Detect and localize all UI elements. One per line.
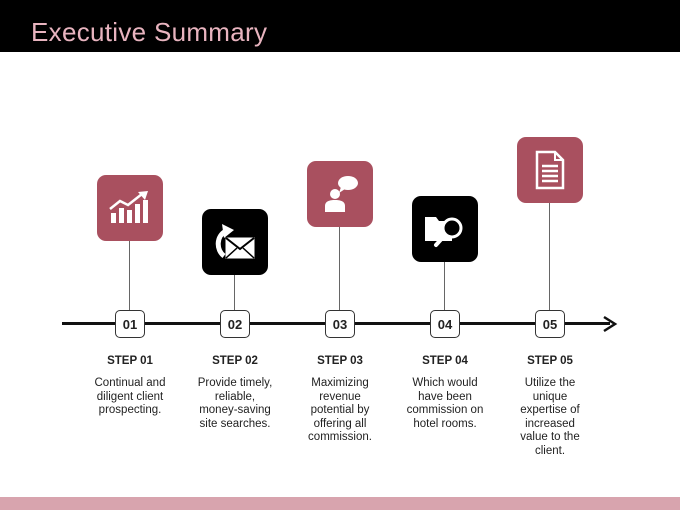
step-description: Maximizing revenue potential by offering… xyxy=(308,377,372,444)
step-icon-box xyxy=(202,209,268,275)
header-bar xyxy=(0,0,680,52)
step-label: STEP 05 xyxy=(527,355,573,367)
step-description: Continual and diligent client prospectin… xyxy=(94,377,166,417)
step-icon-box xyxy=(412,196,478,262)
step-connector xyxy=(129,240,130,310)
step-number-badge: 03 xyxy=(325,310,355,338)
document-icon xyxy=(535,150,565,190)
step-number-badge: 05 xyxy=(535,310,565,338)
person-speech-icon xyxy=(325,176,358,212)
step-description: Which would have been commission on hote… xyxy=(406,377,484,430)
step-icon-box xyxy=(517,137,583,203)
step-label: STEP 04 xyxy=(422,355,468,367)
step-number-badge: 01 xyxy=(115,310,145,338)
step-description: Utilize the unique expertise of increase… xyxy=(520,377,580,457)
step-connector xyxy=(549,202,550,310)
step-label: STEP 03 xyxy=(317,355,363,367)
step-icon-box xyxy=(307,161,373,227)
step-number-badge: 04 xyxy=(430,310,460,338)
step-connector xyxy=(234,274,235,310)
footer-band xyxy=(0,497,680,510)
timeline-arrow-icon xyxy=(603,315,618,333)
step-icon-box xyxy=(97,175,163,241)
step-label: STEP 02 xyxy=(212,355,258,367)
step-connector xyxy=(444,261,445,310)
step-number-badge: 02 xyxy=(220,310,250,338)
slide-title: Executive Summary xyxy=(31,17,268,47)
step-description: Provide timely, reliable, money-saving s… xyxy=(197,377,273,430)
envelope-reply-icon xyxy=(215,224,255,259)
folder-search-icon xyxy=(425,217,463,247)
step-label: STEP 01 xyxy=(107,355,153,367)
step-connector xyxy=(339,226,340,310)
growth-chart-icon xyxy=(109,191,148,223)
